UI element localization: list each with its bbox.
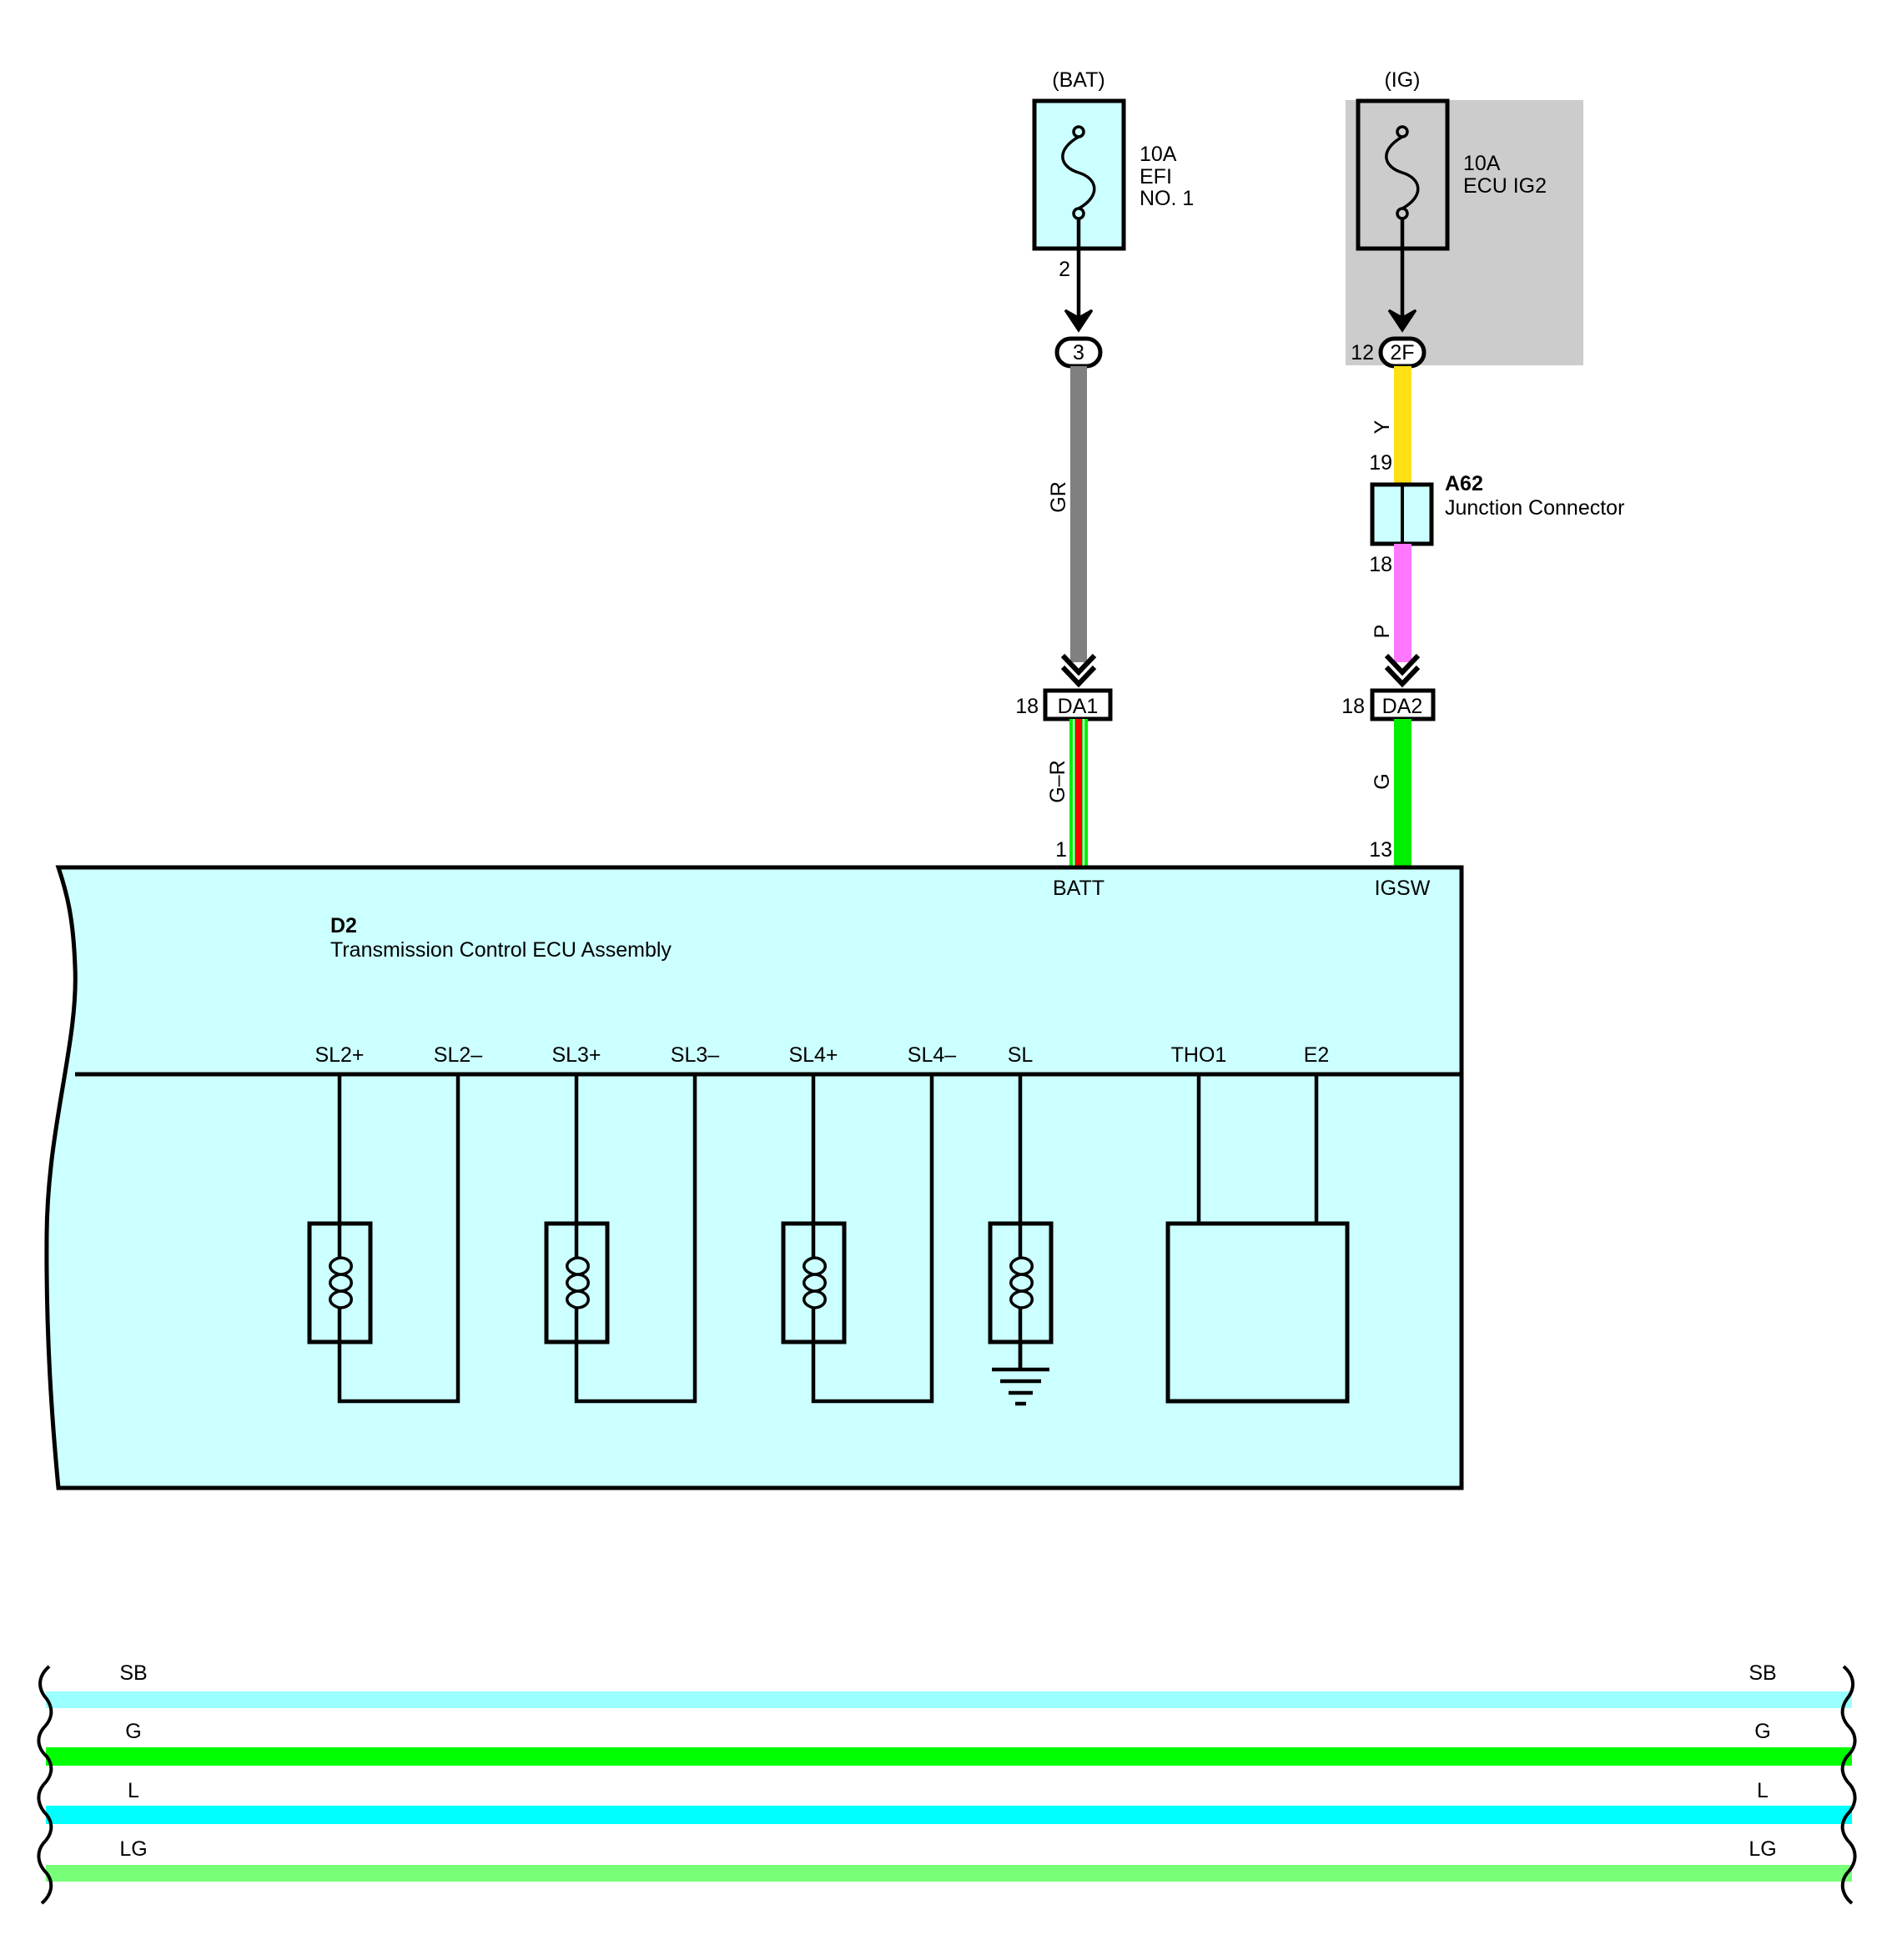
ecu-terminal: THO1 <box>1171 1043 1227 1067</box>
ground-icon <box>992 1367 1049 1406</box>
ecu-d2: BATT IGSW D2 Transmission Control ECU As… <box>44 865 1464 1490</box>
ecu-terminal: SL <box>1008 1043 1034 1067</box>
fuse-rating: 10A <box>1140 143 1177 166</box>
connector-da2: DA2 18 <box>1341 688 1436 721</box>
fuse-source-label: (BAT) <box>1052 68 1104 92</box>
wire-label: Y <box>1371 420 1394 434</box>
connector-pin: 18 <box>1015 695 1039 718</box>
sensor-box-icon <box>1165 1221 1350 1404</box>
bus-line-lg: LG LG <box>46 1837 1852 1882</box>
wire-label: P <box>1371 625 1394 639</box>
solenoid-coil-icon <box>566 1256 590 1309</box>
ecu-pin: 1 <box>1055 838 1067 862</box>
ecu-pin: 13 <box>1369 838 1392 862</box>
junction-connector-a62: A62 Junction Connector <box>1370 472 1624 546</box>
fuse-pin: 2 <box>1059 258 1070 281</box>
connector-label: 3 <box>1073 341 1084 364</box>
bus-line-l: L L <box>46 1779 1852 1824</box>
fluid-temp-sensor <box>1165 1076 1350 1404</box>
double-chevron-icon <box>1384 653 1421 688</box>
solenoid-sl <box>988 1076 1054 1406</box>
junction-name: Junction Connector <box>1445 496 1624 520</box>
fuse-source-label: (IG) <box>1384 68 1420 92</box>
wire-g-r <box>1069 719 1088 867</box>
ecu-terminal: SL2– <box>434 1043 482 1067</box>
bus-line-g: G G <box>46 1720 1852 1766</box>
connector-2f: 2F 12 <box>1351 336 1426 369</box>
junction-id: A62 <box>1445 472 1483 495</box>
ecu-terminal: SL3+ <box>551 1043 601 1067</box>
solenoid-sl4 <box>781 1076 934 1404</box>
wire-break-left <box>37 1665 53 1905</box>
fuse-efi-no1: (BAT) 10A EFI NO. 1 2 <box>1032 68 1194 281</box>
connector-label: 2F <box>1390 341 1414 364</box>
connector-da1: DA1 18 <box>1015 688 1113 721</box>
fuse-rating: 10A <box>1463 152 1501 175</box>
ecu-terminal: SL4+ <box>788 1043 838 1067</box>
junction-pin-out: 18 <box>1369 553 1392 576</box>
bus-label-right: G <box>1754 1720 1770 1743</box>
ecu-terminal: SL4– <box>908 1043 956 1067</box>
fuse-icon <box>1385 125 1420 220</box>
fuse-name-line: NO. 1 <box>1140 187 1194 210</box>
ecu-name: Transmission Control ECU Assembly <box>330 938 672 962</box>
arrow-down-icon <box>1387 309 1417 333</box>
bus-label-right: LG <box>1749 1837 1776 1861</box>
junction-pin-in: 19 <box>1369 451 1392 475</box>
fuse-name-line: EFI <box>1140 165 1172 188</box>
connector-3: 3 <box>1054 336 1103 369</box>
fuse-name-line: ECU IG2 <box>1463 174 1547 198</box>
solenoid-sl3 <box>544 1076 697 1404</box>
bus-lines: SB SB G G L L LG LG <box>37 1661 1857 1905</box>
bus-label-left: G <box>125 1720 141 1743</box>
double-chevron-icon <box>1060 653 1097 688</box>
solenoid-coil-icon <box>803 1256 827 1309</box>
ecu-id: D2 <box>330 914 357 937</box>
wire-p <box>1394 544 1411 662</box>
solenoid-sl2 <box>307 1076 460 1404</box>
bus-label-right: L <box>1757 1779 1769 1802</box>
ecu-terminal: BATT <box>1053 877 1104 900</box>
wire-y <box>1394 366 1411 484</box>
connector-pin: 12 <box>1351 341 1374 364</box>
arrow-down-icon <box>1064 309 1094 333</box>
wire-g <box>1394 719 1411 867</box>
wire-label: GR <box>1047 481 1070 513</box>
connector-label: DA1 <box>1058 695 1099 718</box>
ecu-terminal: IGSW <box>1375 877 1431 900</box>
wire-label: G <box>1371 773 1394 789</box>
wire-label: G–R <box>1046 760 1069 802</box>
bus-label-right: SB <box>1749 1661 1776 1685</box>
solenoid-coil-icon <box>329 1256 353 1309</box>
connector-label: DA2 <box>1382 695 1423 718</box>
bus-label-left: SB <box>119 1661 147 1685</box>
solenoid-coil-icon <box>1009 1256 1034 1309</box>
fuse-icon <box>1061 125 1096 220</box>
bus-label-left: LG <box>119 1837 147 1861</box>
ecu-terminal: SL2+ <box>314 1043 364 1067</box>
ecu-terminal: E2 <box>1304 1043 1330 1067</box>
bus-line-sb: SB SB <box>46 1661 1852 1708</box>
wire-break-right <box>1840 1665 1857 1905</box>
bus-label-left: L <box>128 1779 139 1802</box>
fuse-ecu-ig2: (IG) 10A ECU IG2 <box>1356 68 1547 251</box>
ecu-terminal: SL3– <box>671 1043 719 1067</box>
connector-pin: 18 <box>1341 695 1365 718</box>
wire-gr <box>1070 366 1087 662</box>
